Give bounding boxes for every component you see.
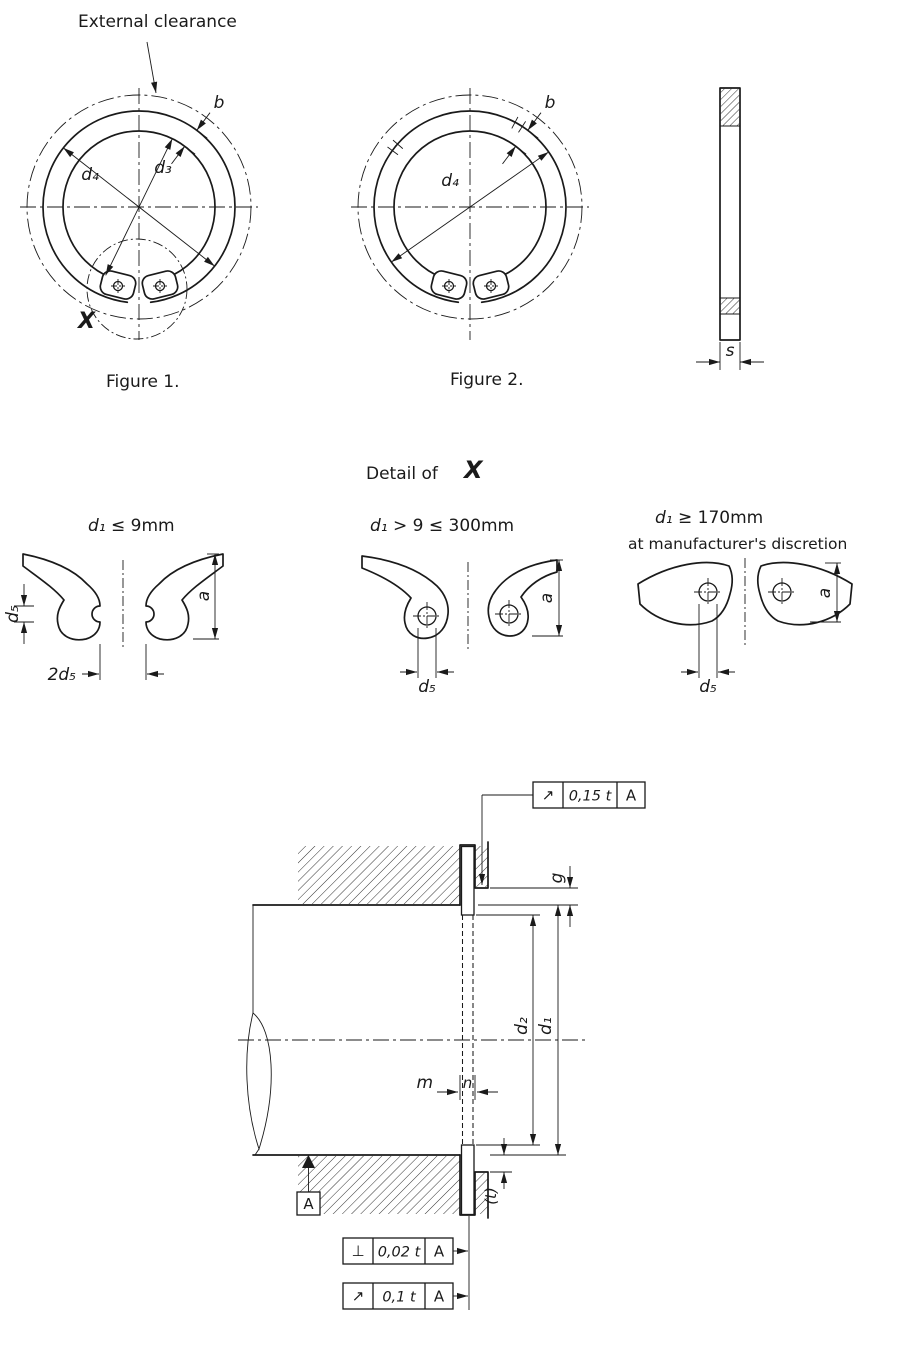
dim-d2-label: d₂ bbox=[512, 1017, 532, 1035]
tolerance-frame-perpendicularity: ⊥ 0,02 t A bbox=[342, 1237, 468, 1265]
dimension-t: (t) bbox=[482, 1138, 512, 1205]
lug-holes bbox=[442, 279, 498, 293]
dim-d5-label: d₅ bbox=[699, 677, 717, 697]
dimension-s: s bbox=[696, 341, 764, 370]
tolerance-value: 0,1 t bbox=[382, 1290, 417, 1306]
detail-variant2-drawing: d₅ a bbox=[361, 555, 563, 697]
installation-section-drawing: g d₂ d₁ m n (t) bbox=[238, 781, 646, 1310]
housing-hatch-bottom bbox=[298, 1156, 460, 1214]
variant2-symbol: d₁ bbox=[370, 516, 388, 536]
dimension-d2: d₂ bbox=[476, 914, 540, 1146]
dimension-d3: d₃ bbox=[105, 138, 173, 276]
dim-g-label: g bbox=[547, 872, 567, 883]
dim-b-label: b bbox=[214, 93, 225, 113]
datum-a: A bbox=[296, 1155, 321, 1216]
housing-hatch-top bbox=[298, 846, 460, 904]
datum-label: A bbox=[303, 1195, 314, 1213]
dimension-d5: d₅ bbox=[681, 604, 735, 697]
dim-s-label: s bbox=[726, 341, 735, 361]
tolerance-datum: A bbox=[434, 1288, 445, 1306]
dimension-2d5: 2d₅ bbox=[48, 644, 164, 685]
dim-d5-label: d₅ bbox=[418, 677, 436, 697]
figure-1-drawing: d₄ d₃ b X bbox=[20, 41, 258, 340]
tolerance-datum: A bbox=[434, 1243, 445, 1261]
variant3-symbol: d₁ bbox=[655, 508, 673, 528]
dim-d4-label: d₄ bbox=[441, 171, 459, 191]
dim-t-label: (t) bbox=[482, 1187, 500, 1205]
dimension-b: b bbox=[171, 93, 225, 165]
bore-phantom-circle bbox=[357, 94, 583, 320]
detail-variant1-drawing: d₅ 2d₅ a bbox=[3, 553, 224, 685]
top-section-hatch bbox=[720, 88, 740, 126]
dim-m-label: m bbox=[416, 1073, 433, 1093]
dimension-d4: d₄ bbox=[391, 151, 549, 263]
dim-a-label: a bbox=[537, 593, 557, 603]
detail-x-marker: X bbox=[76, 309, 96, 334]
dimension-a: a bbox=[810, 562, 841, 623]
variant1-symbol: d₁ bbox=[88, 516, 106, 536]
tolerance-value: 0,15 t bbox=[569, 789, 613, 805]
variant2-condition: d₁ > 9 ≤ 300mm bbox=[370, 516, 514, 536]
perpendicularity-symbol: ⊥ bbox=[351, 1242, 364, 1260]
figure-2-caption: Figure 2. bbox=[450, 370, 524, 390]
lug-end-right bbox=[487, 559, 558, 637]
tolerance-frame-runout-01: ↗ 0,1 t A bbox=[342, 1282, 468, 1310]
ring-cross-section bbox=[460, 845, 475, 1216]
lug-holes bbox=[111, 279, 167, 293]
dim-d4-label: d₄ bbox=[81, 165, 99, 185]
lug-end-left bbox=[361, 555, 449, 640]
tolerance-value: 0,02 t bbox=[378, 1245, 422, 1261]
variant1-condition: d₁ ≤ 9mm bbox=[88, 516, 175, 536]
dimension-a: a bbox=[193, 553, 219, 640]
lug-end-right bbox=[757, 561, 853, 626]
housing-hatch-top-right bbox=[475, 846, 488, 887]
variant2-relation: > 9 ≤ 300mm bbox=[387, 516, 515, 536]
dim-2d5-label: 2d₅ bbox=[48, 665, 77, 685]
dim-a-label: a bbox=[194, 591, 214, 601]
dimension-d5: d₅ bbox=[400, 628, 454, 697]
dim-n-label: n bbox=[463, 1074, 473, 1092]
dim-d5-label: d₅ bbox=[3, 605, 23, 623]
ring-side-view: s bbox=[696, 87, 764, 370]
variant3-relation: ≥ 170mm bbox=[672, 508, 764, 528]
runout-symbol: ↗ bbox=[542, 786, 555, 804]
lug-end-left bbox=[637, 561, 733, 626]
bore-phantom-circle bbox=[26, 94, 252, 320]
figure-1-caption: Figure 1. bbox=[106, 372, 180, 392]
bottom-section-hatch bbox=[720, 298, 740, 314]
figure-2-drawing: d₄ b bbox=[351, 88, 589, 340]
dim-d3-label: d₃ bbox=[154, 158, 172, 178]
dimension-d1: d₁ bbox=[490, 905, 566, 1156]
dimension-d5: d₅ bbox=[3, 584, 34, 644]
external-clearance-arrow bbox=[146, 41, 158, 94]
break-line bbox=[246, 905, 272, 1156]
lug-end-left bbox=[22, 553, 101, 641]
dim-b-label: b bbox=[545, 93, 556, 113]
detail-heading: Detail of bbox=[366, 464, 438, 484]
dimension-m-n: m n bbox=[416, 1073, 498, 1100]
ring-section-outline bbox=[719, 87, 741, 341]
housing-hatch-bottom-right bbox=[475, 1173, 488, 1214]
section-notches bbox=[387, 116, 526, 156]
lug-end-right bbox=[145, 553, 224, 641]
detail-variant3-drawing: d₅ a bbox=[637, 558, 853, 697]
detail-heading-ref: X bbox=[464, 456, 483, 484]
tolerance-datum: A bbox=[626, 787, 637, 805]
dimension-a: a bbox=[532, 559, 563, 637]
dim-d1-label: d₁ bbox=[536, 1017, 556, 1035]
external-clearance-label: External clearance bbox=[78, 12, 237, 32]
bore-outline bbox=[252, 841, 489, 1219]
datum-triangle bbox=[302, 1155, 315, 1168]
dimension-b: b bbox=[502, 93, 556, 165]
detail-heading-prefix: Detail of bbox=[366, 464, 438, 484]
tolerance-frame-runout-015: ↗ 0,15 t A bbox=[478, 781, 646, 885]
dimension-g: g bbox=[478, 866, 578, 927]
variant3-note: at manufacturer's discretion bbox=[628, 535, 848, 553]
variant3-condition: d₁ ≥ 170mm bbox=[655, 508, 763, 528]
runout-symbol: ↗ bbox=[352, 1287, 365, 1305]
dim-a-label: a bbox=[815, 588, 835, 598]
variant1-relation: ≤ 9mm bbox=[105, 516, 175, 536]
